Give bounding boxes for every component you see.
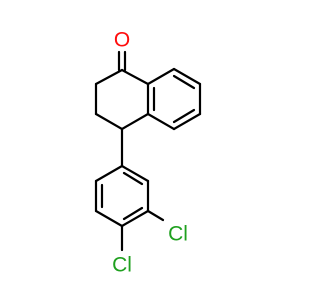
bond-c5-to-c4a	[146, 112, 176, 131]
tetralone-ring-bonds	[94, 68, 150, 131]
bond-c8a-to-c8	[146, 67, 176, 86]
dichlorophenyl-ring-bonds	[94, 164, 150, 228]
bond-carbonyl-c-to-c2	[94, 68, 124, 86]
inner-bond-c6-c5	[172, 108, 196, 124]
bond-ar4-to-ar5	[94, 209, 124, 228]
bond-ar3-to-ar4	[120, 209, 150, 228]
bond-c4-to-c4a	[120, 112, 150, 131]
bond-ar6-to-ar1	[94, 164, 124, 183]
bond-c6-to-c5	[172, 112, 202, 131]
oxygen-label: O	[114, 29, 130, 52]
oxygen-atom: O	[114, 29, 130, 52]
fused-benzene-ring-bonds	[146, 67, 202, 131]
inner-bond-ar3-ar4	[122, 206, 144, 221]
carbonyl-double-bond	[117, 50, 127, 72]
bond-c8a-to-carbonyl-c	[120, 68, 150, 86]
chlorine-label-para: Cl	[112, 254, 132, 277]
inner-bond-ar1-ar2	[122, 171, 144, 186]
bond-ar1-to-ar2	[120, 164, 150, 183]
chlorine-atom-meta: Cl	[168, 223, 188, 246]
chlorine-atom-para: Cl	[112, 254, 132, 277]
chlorine-label-meta: Cl	[168, 223, 188, 246]
bond-c8-to-c7	[172, 67, 202, 86]
molecule-structure-diagram: O Cl Cl	[94, 29, 202, 277]
inner-bond-c8-c7	[172, 74, 196, 90]
bond-ar3-to-cl	[146, 209, 165, 222]
bond-c3-to-c4	[94, 112, 124, 131]
